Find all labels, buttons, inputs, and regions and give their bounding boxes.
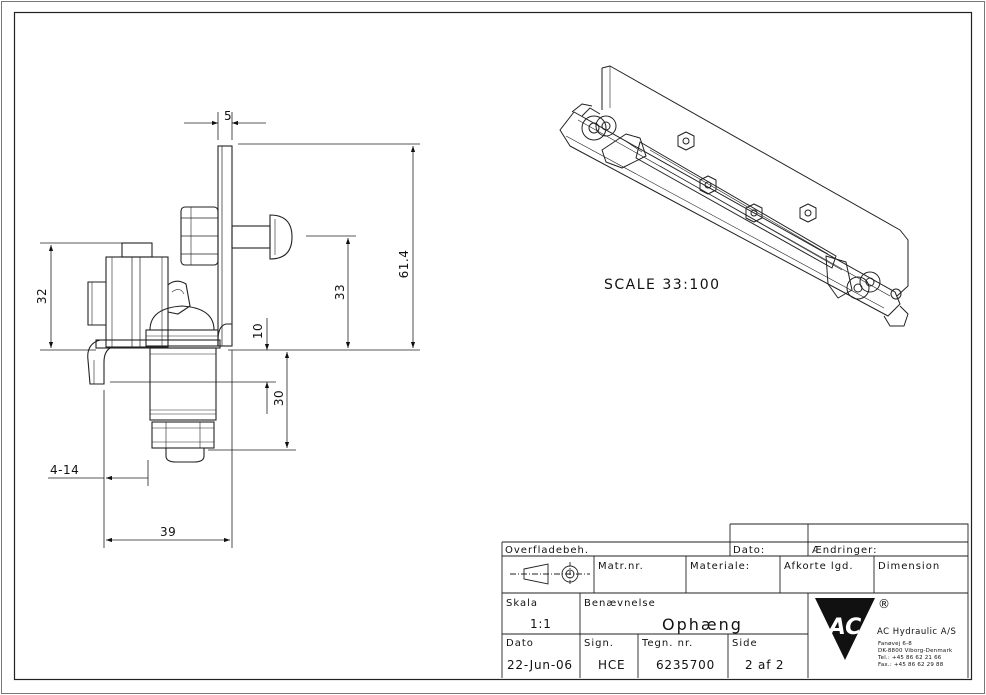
drawing-frame xyxy=(13,11,973,681)
projection-symbol-icon xyxy=(510,562,590,586)
drawing-no-label: Tegn. nr. xyxy=(641,638,693,649)
changes-label: Ændringer: xyxy=(812,545,877,556)
company-logo: AC ® AC Hydraulic A/S Fanøvej 6-8 DK-880… xyxy=(815,597,956,668)
scale-label: Skala xyxy=(506,598,538,609)
sign-value: HCE xyxy=(598,658,625,672)
isometric-view xyxy=(559,65,909,327)
material-label: Materiale: xyxy=(690,561,750,572)
company-name: AC Hydraulic A/S xyxy=(877,627,956,637)
logo-text: AC xyxy=(827,615,862,640)
matr-label: Matr.nr. xyxy=(598,561,644,572)
company-address1: Fanøvej 6-8 xyxy=(878,641,912,647)
dim-4-14: 4-14 xyxy=(50,463,79,477)
drawing-no-value: 6235700 xyxy=(656,658,715,672)
dim-61-4: 61.4 xyxy=(397,250,411,279)
name-label: Benævnelse xyxy=(584,598,656,609)
dim-30: 30 xyxy=(272,390,286,406)
page-value: 2 af 2 xyxy=(745,658,784,672)
title-block-lines xyxy=(501,523,969,678)
dim-39: 39 xyxy=(160,525,176,539)
cut-length-label: Afkorte lgd. xyxy=(784,561,854,572)
front-view-part xyxy=(87,145,293,463)
sign-label: Sign. xyxy=(584,638,614,649)
registered-mark: ® xyxy=(878,597,890,611)
dim-5: 5 xyxy=(224,109,232,123)
date-label: Dato xyxy=(506,638,534,649)
date-header-label: Dato: xyxy=(733,545,765,556)
title-block-text: Overfladebeh. Dato: Ændringer: Matr.nr. … xyxy=(505,545,940,672)
scale-value: 1:1 xyxy=(530,617,552,631)
dimension-labels: 5 61.4 32 33 10 30 4-14 39 xyxy=(35,109,411,539)
dim-10: 10 xyxy=(251,323,265,339)
name-value: Ophæng xyxy=(662,615,743,634)
company-fax: Fax.: +45 86 62 29 88 xyxy=(878,662,944,668)
company-phone: Tel.: +45 86 62 21 66 xyxy=(877,655,942,661)
dim-32: 32 xyxy=(35,288,49,304)
page-label: Side xyxy=(732,638,758,649)
dimensions xyxy=(40,112,420,548)
iso-scale-label: SCALE 33:100 xyxy=(604,277,721,293)
dim-33: 33 xyxy=(333,284,347,300)
dimension-label: Dimension xyxy=(878,561,940,572)
surface-label: Overfladebeh. xyxy=(505,545,589,556)
date-value: 22-Jun-06 xyxy=(507,658,573,672)
company-address2: DK-8800 Viborg-Denmark xyxy=(878,648,953,654)
logo-triangle-icon xyxy=(815,598,875,660)
